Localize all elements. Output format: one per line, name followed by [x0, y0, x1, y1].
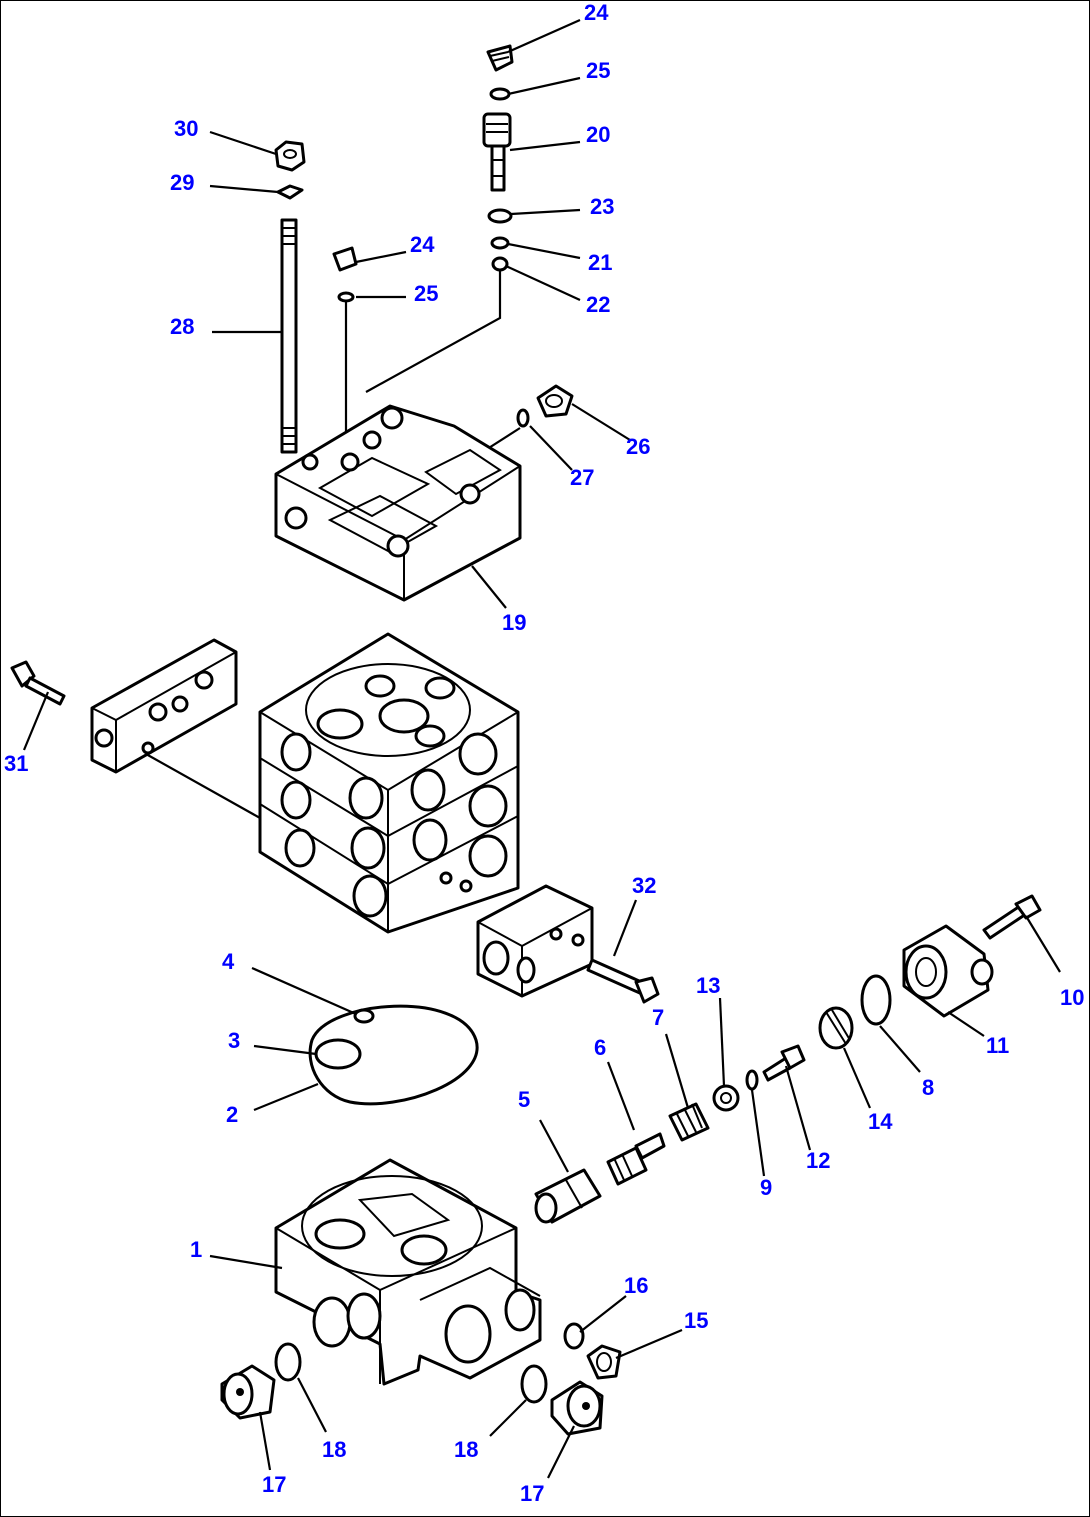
- o-ring-16: [563, 1322, 585, 1350]
- callout-5: 5: [518, 1087, 531, 1112]
- plug-26: [536, 384, 574, 418]
- callout-18-left: 18: [322, 1437, 347, 1462]
- callout-12: 12: [806, 1148, 831, 1173]
- callout-1: 1: [190, 1237, 203, 1262]
- assembly-line-22: [365, 270, 502, 393]
- ring-22: [491, 256, 509, 272]
- callout-10: 10: [1060, 985, 1085, 1010]
- callout-7: 7: [652, 1005, 665, 1030]
- stud-28: [280, 218, 298, 454]
- callout-31: 31: [4, 751, 29, 776]
- callout-6: 6: [594, 1035, 607, 1060]
- leader-lines: [22, 18, 1061, 1479]
- plug-17-left: [220, 1364, 276, 1420]
- nut-30: [274, 140, 306, 172]
- callout-13: 13: [696, 973, 721, 998]
- callout-14: 14: [868, 1109, 893, 1134]
- small-block: [476, 884, 594, 998]
- callout-3: 3: [228, 1028, 241, 1053]
- callout-8: 8: [922, 1075, 935, 1100]
- o-ring-18-right: [520, 1364, 548, 1404]
- callout-24-top: 24: [584, 0, 609, 25]
- callout-20: 20: [586, 122, 611, 147]
- callout-26: 26: [626, 434, 651, 459]
- plug-24-top: [486, 44, 514, 72]
- o-ring-27: [516, 408, 530, 428]
- callout-17-right: 17: [520, 1481, 545, 1506]
- valve-20: [482, 112, 512, 192]
- plug-14: [818, 1006, 854, 1050]
- callout-21: 21: [588, 250, 613, 275]
- cover-block-19: [274, 404, 522, 602]
- o-ring-23: [487, 208, 513, 224]
- callout-29: 29: [170, 170, 195, 195]
- spool-6: [606, 1132, 666, 1186]
- bolt-10: [982, 894, 1042, 940]
- washer-29: [276, 184, 304, 200]
- plug-17-right: [550, 1380, 604, 1436]
- screw-12: [762, 1044, 806, 1082]
- collar-13: [712, 1084, 740, 1112]
- plug-24-mid: [332, 246, 358, 272]
- valve-stack: [258, 632, 520, 934]
- sleeve-5: [534, 1168, 602, 1224]
- callout-4: 4: [222, 949, 235, 974]
- callout-32: 32: [632, 873, 657, 898]
- callout-25-mid: 25: [414, 281, 439, 306]
- o-ring-25-top: [489, 87, 511, 101]
- bolt-32: [586, 958, 660, 1004]
- callout-11: 11: [986, 1033, 1010, 1058]
- callout-28: 28: [170, 314, 195, 339]
- callout-27: 27: [570, 465, 595, 490]
- washer-9: [745, 1069, 759, 1091]
- callout-25-top: 25: [586, 58, 611, 83]
- callout-2: 2: [226, 1102, 239, 1127]
- o-ring-18-left: [274, 1342, 302, 1382]
- o-ring-21: [490, 236, 510, 250]
- callout-17-left: 17: [262, 1472, 287, 1497]
- callout-16: 16: [624, 1273, 649, 1298]
- callout-19: 19: [502, 610, 527, 635]
- o-ring-25-mid: [337, 291, 355, 303]
- callout-23: 23: [590, 194, 615, 219]
- callout-18-right: 18: [454, 1437, 479, 1462]
- plug-15: [586, 1344, 622, 1380]
- side-block: [90, 638, 238, 774]
- spring-7: [668, 1102, 710, 1142]
- callout-24-mid: 24: [410, 232, 435, 257]
- assembly-line-31: [145, 753, 261, 819]
- valve-body-1: [274, 1158, 542, 1386]
- gasket-2: [308, 1004, 479, 1106]
- callout-9: 9: [760, 1175, 773, 1200]
- callout-15: 15: [684, 1308, 709, 1333]
- cover-11: [902, 924, 994, 1018]
- callout-22: 22: [586, 292, 611, 317]
- bolt-31: [10, 660, 66, 706]
- callout-30: 30: [174, 116, 199, 141]
- o-ring-8: [860, 974, 892, 1026]
